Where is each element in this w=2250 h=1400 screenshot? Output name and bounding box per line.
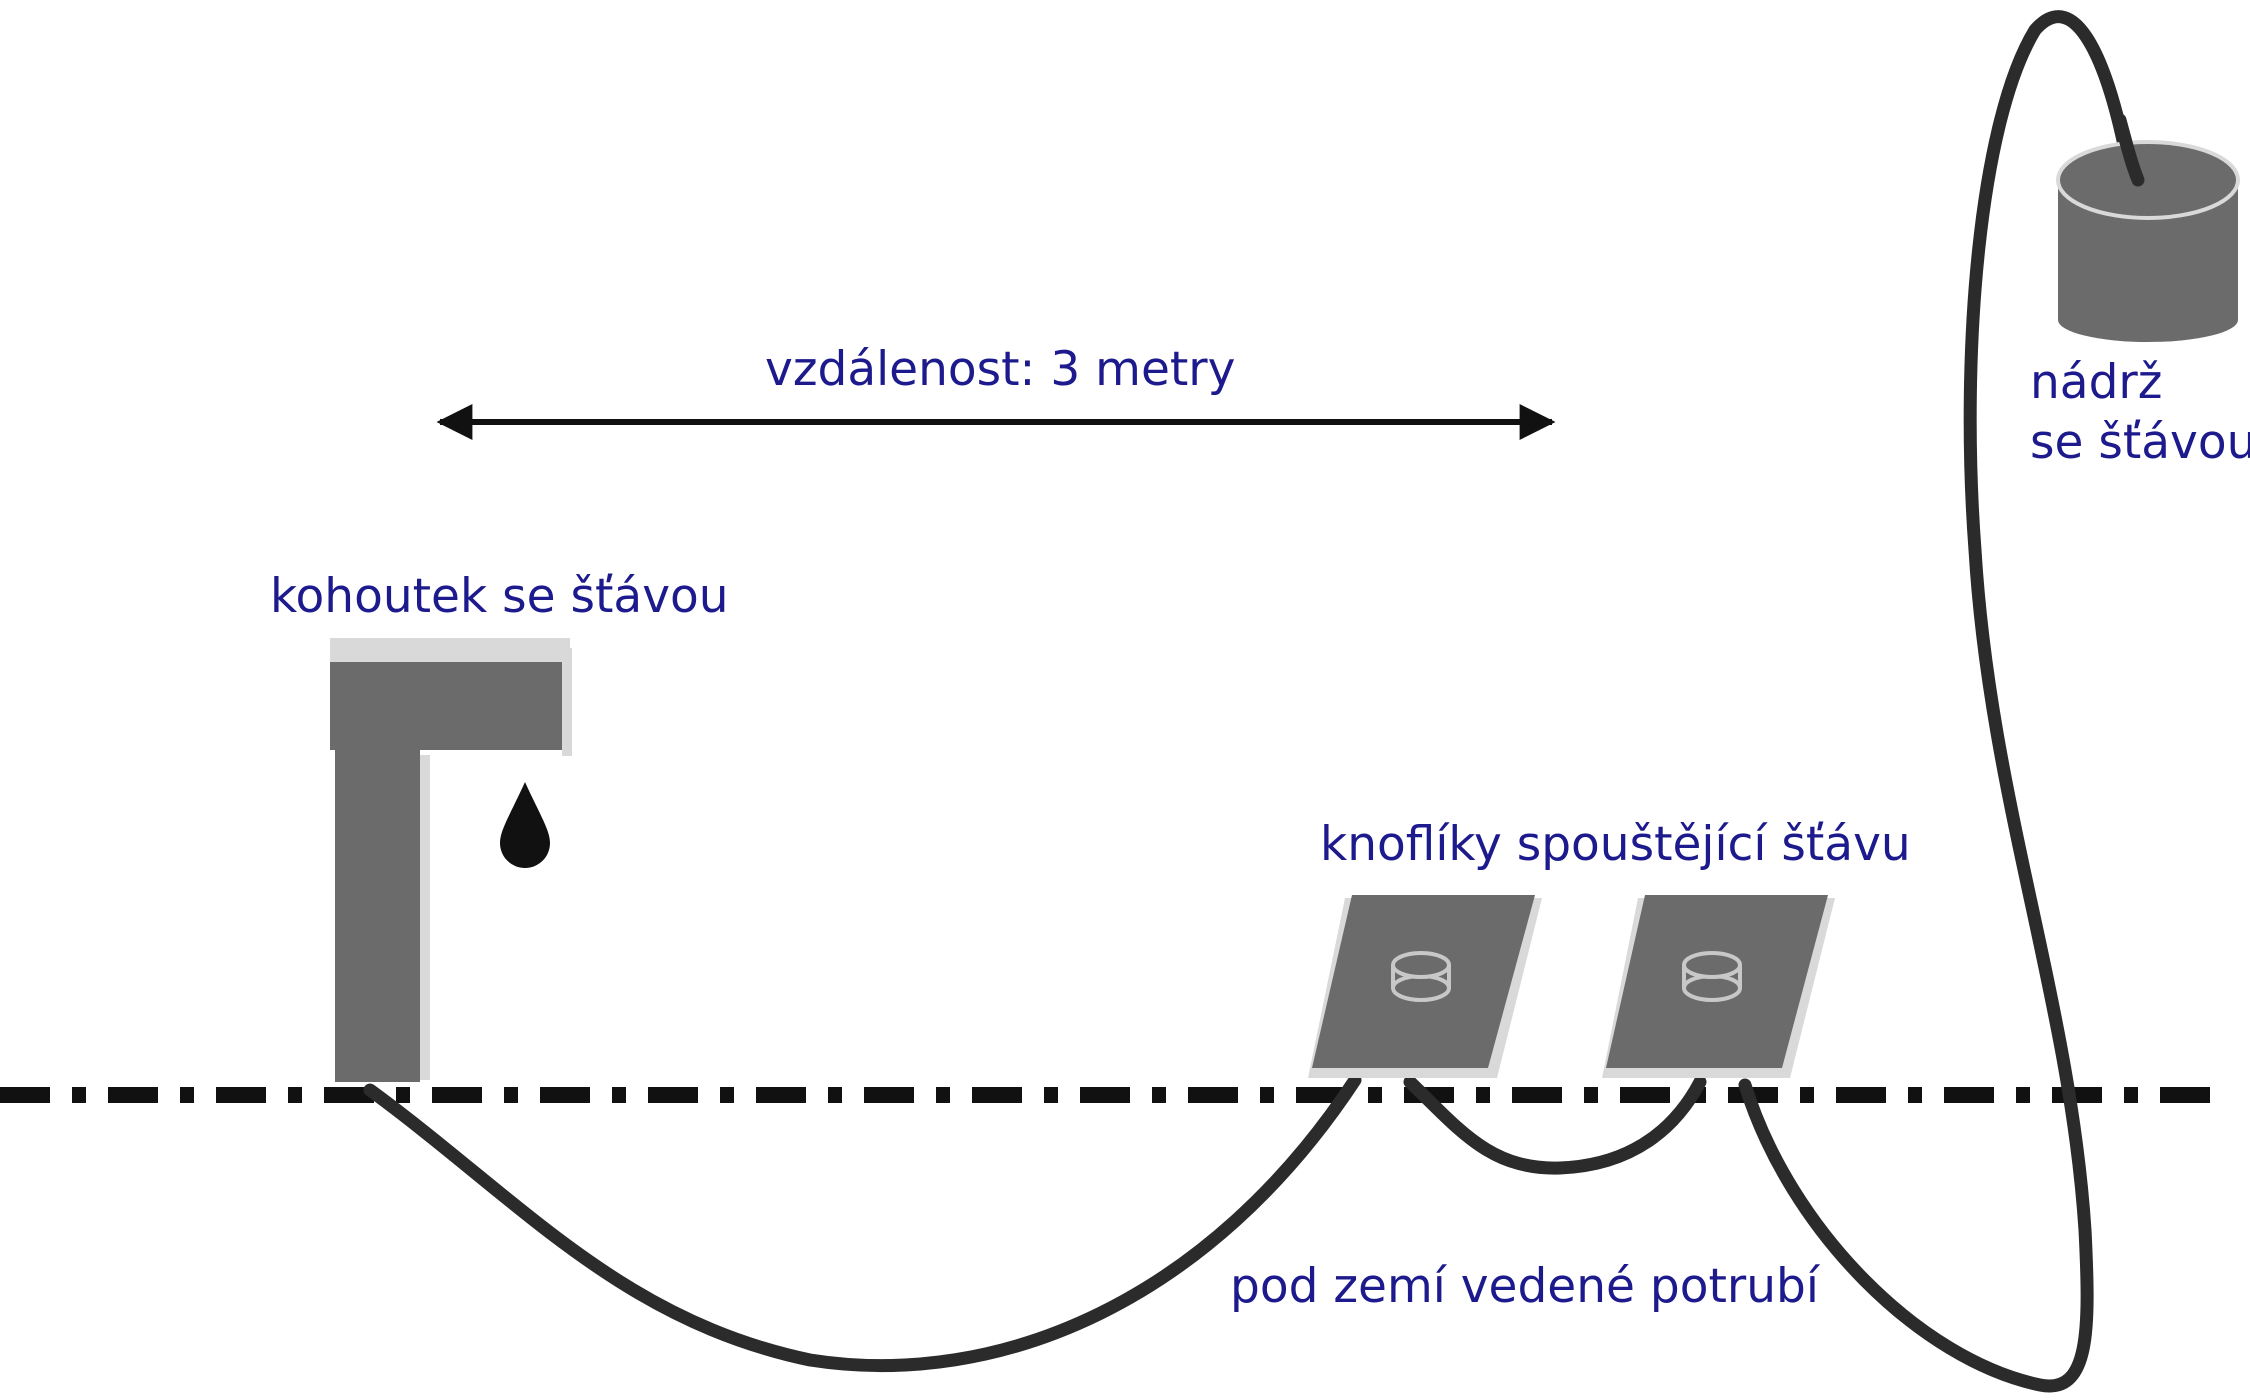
button-1-knob-top (1391, 951, 1451, 979)
pipe-label: pod zemí vedené potrubí (1230, 1259, 1821, 1314)
faucet-label: kohoutek se šťávou (270, 569, 729, 624)
tank-label-line-2: se šťávou (2030, 415, 2250, 470)
tank-body (2058, 180, 2238, 342)
button-plate-2-face (1606, 895, 1828, 1068)
faucet-top-highlight (330, 638, 570, 666)
faucet-vertical (335, 662, 420, 1082)
distance-label: vzdálenost: 3 metry (765, 342, 1235, 397)
pipe-into-tank (2113, 113, 2145, 187)
pipe-faucet-to-button-1 (363, 1073, 1362, 1373)
button-2-knob-top (1682, 951, 1742, 979)
juice-tank (2056, 140, 2240, 342)
faucet (330, 638, 572, 1082)
juice-drop-icon (500, 782, 550, 868)
pipe-button-2-to-tank (1738, 10, 2137, 1393)
button-plate-1 (1308, 895, 1542, 1078)
button-plate-1-face (1312, 895, 1535, 1068)
pipe-button-1-to-button-2 (1403, 1075, 1707, 1175)
faucet-side-highlight (562, 648, 572, 756)
button-plate-2 (1602, 895, 1835, 1078)
tank-top (2056, 140, 2240, 220)
buttons-label: knoflíky spouštějící šťávu (1320, 817, 1911, 872)
tank-label-line-1: nádrž (2030, 355, 2162, 410)
pipes (363, 10, 2137, 1393)
faucet-vertical-highlight (420, 755, 430, 1080)
